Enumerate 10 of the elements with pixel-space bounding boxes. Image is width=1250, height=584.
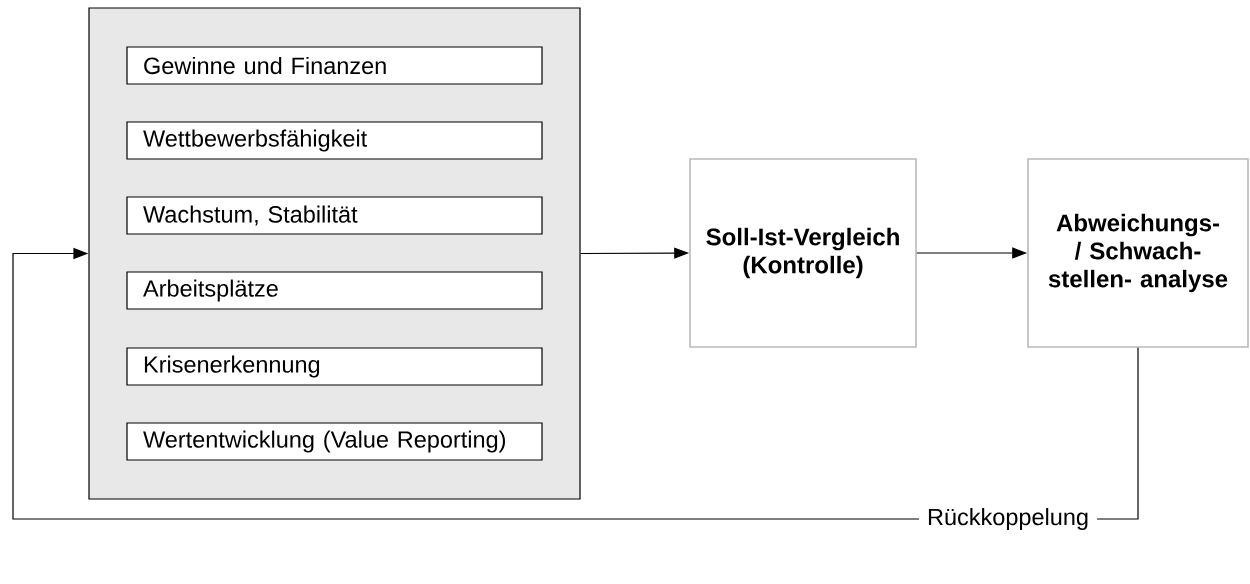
edge-label: Rückkoppelung	[928, 508, 1088, 530]
process-box: Abweichungs-/ Schwach- stellen- analyse	[1027, 158, 1249, 348]
item-box: Krisenerkennung	[126, 347, 543, 386]
item-box: Arbeitsplätze	[126, 271, 543, 310]
process-box: Soll-Ist-Vergleich (Kontrolle)	[689, 158, 917, 348]
item-box: Wachstum, Stabilität	[126, 196, 543, 235]
arrow	[12, 247, 1139, 520]
item-box: Wettbewerbsfähigkeit	[126, 121, 543, 160]
item-box: Wertentwicklung (Value Reporting)	[126, 422, 543, 461]
item-box: Gewinne und Finanzen	[126, 46, 543, 85]
